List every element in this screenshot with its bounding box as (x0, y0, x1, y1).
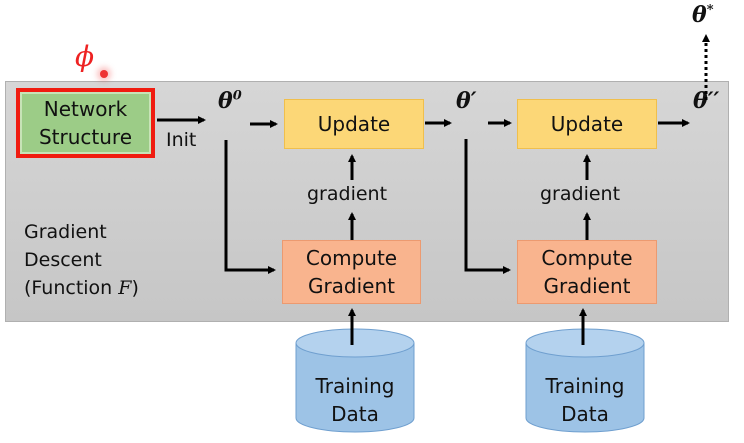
theta-star: θ* (692, 2, 714, 28)
theta-prime-base: θ (456, 88, 471, 114)
theta-prime-sup: ′ (470, 88, 477, 114)
training-data-2-line2: Data (561, 402, 609, 426)
gradient-label-1: gradient (307, 183, 388, 205)
compute-gradient-1-line1: Compute (305, 246, 398, 270)
panel-title-line3-prefix: (Function (24, 277, 119, 299)
compute-gradient-2-line1: Compute (541, 246, 633, 270)
panel-title: Gradient Descent (Function F) (24, 218, 139, 302)
network-structure-line1: Network (43, 97, 128, 121)
update-box-2[interactable]: Update (517, 99, 657, 149)
theta-star-base: θ (692, 2, 707, 28)
panel-title-line3-suffix: ) (131, 277, 139, 299)
compute-gradient-1-line2: Gradient (307, 274, 396, 298)
update-label-2: Update (550, 112, 624, 136)
training-data-1-line2: Data (331, 402, 379, 426)
network-structure-line2: Structure (38, 125, 133, 149)
theta-double-prime: θ′′ (693, 88, 719, 114)
update-label-1: Update (317, 112, 391, 136)
training-data-cylinder-2 (525, 328, 645, 433)
training-data-1-line1: Training (315, 374, 395, 398)
arrow-thetaprime-compute (464, 139, 511, 274)
theta-prime: θ′ (456, 88, 477, 114)
training-data-2-line1: Training (545, 374, 625, 398)
theta-star-sup: * (706, 2, 714, 18)
theta-0-sup: 0 (232, 88, 242, 104)
arrow-theta0-compute (224, 140, 276, 274)
cursor-pointer-dot (100, 70, 108, 78)
theta-0-base: θ (218, 88, 233, 114)
compute-gradient-2-line2: Gradient (543, 274, 631, 298)
panel-title-line1: Gradient (24, 221, 107, 243)
theta-double-prime-base: θ (693, 88, 708, 114)
theta-double-prime-sup: ′′ (707, 88, 720, 114)
training-data-cylinder-1 (295, 328, 415, 433)
init-label: Init (166, 129, 197, 151)
gradient-label-2: gradient (540, 183, 621, 205)
panel-title-line2: Descent (24, 249, 102, 271)
theta-0: θ0 (218, 88, 242, 114)
phi-symbol: ϕ (75, 40, 95, 73)
panel-title-function-var: F (118, 277, 132, 299)
update-box-1[interactable]: Update (284, 99, 424, 149)
